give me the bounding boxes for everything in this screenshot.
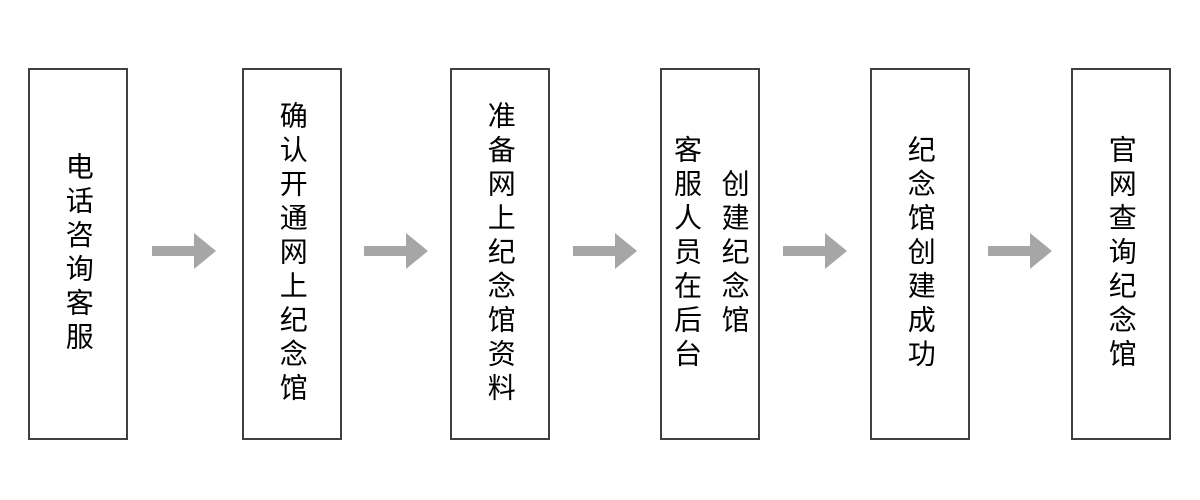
step-label-4: 客服人员在后台 创建纪念馆 [671,135,750,373]
step-box-1: 电话咨询客服 [28,68,128,440]
step-label-6: 官网查询纪念馆 [1105,135,1137,373]
step-label-5: 纪念馆创建成功 [904,135,936,373]
step-box-5: 纪念馆创建成功 [870,68,970,440]
arrow-right-icon [152,233,216,269]
step-box-2: 确认开通网上纪念馆 [242,68,342,440]
arrow-right-icon [573,233,637,269]
step-box-4: 客服人员在后台 创建纪念馆 [660,68,760,440]
step-box-3: 准备网上纪念馆资料 [450,68,550,440]
step-label-3: 准备网上纪念馆资料 [484,101,516,407]
step-label-1: 电话咨询客服 [62,152,94,356]
arrow-right-icon [783,233,847,269]
arrow-right-icon [988,233,1052,269]
step-box-6: 官网查询纪念馆 [1071,68,1171,440]
arrow-right-icon [364,233,428,269]
step-label-2: 确认开通网上纪念馆 [276,101,308,407]
